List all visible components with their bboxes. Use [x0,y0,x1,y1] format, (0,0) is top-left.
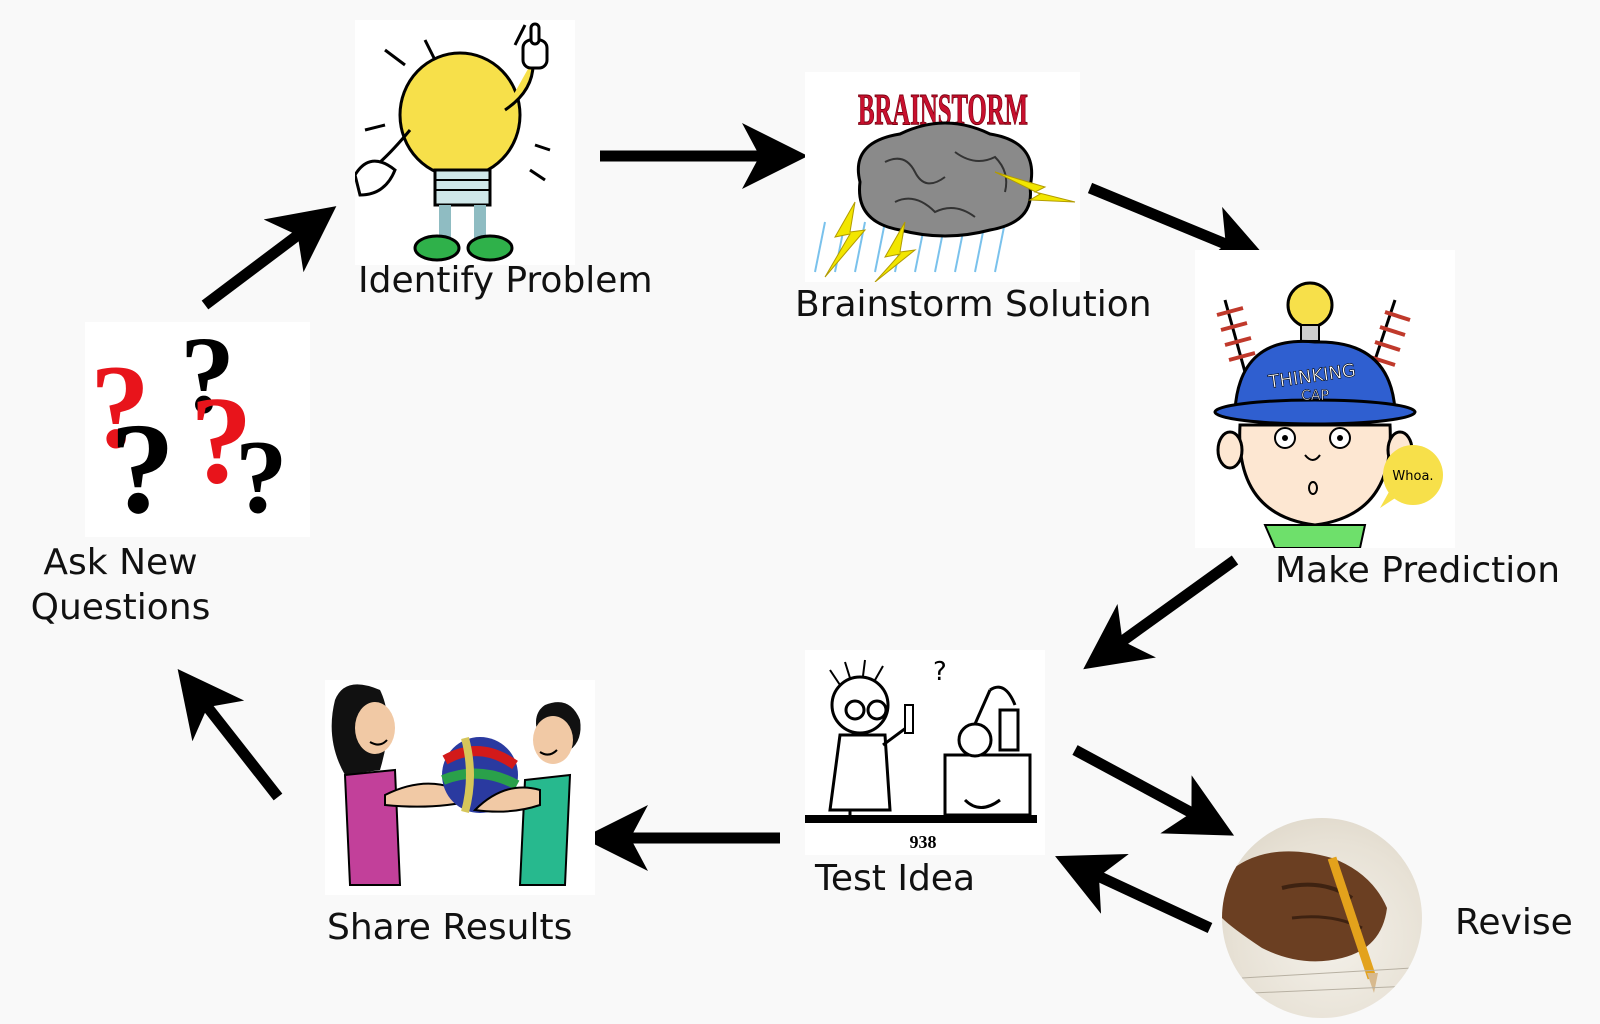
thinking-cap-text-line2: CAP [1301,388,1329,404]
lightbulb-character-illustration [353,20,575,265]
arrow-ask-to-identify [201,206,337,310]
illustration-page-number: 938 [910,832,937,852]
svg-text:?: ? [180,322,235,436]
step-brainstorm-solution: Brainstorm Solution [795,284,1152,325]
ask-label-line1: Ask New [43,542,198,583]
arrow-share-to-ask [177,669,283,801]
speech-bubble-text: Whoa. [1392,469,1433,484]
step-make-prediction: Make Prediction [1275,550,1561,591]
arrow-predict-to-test [1083,555,1239,670]
step-ask-new-questions: Ask New Questions [28,540,213,630]
brainstorm-brain-illustration: BRAINSTORM [805,72,1080,283]
svg-text:?: ? [90,340,150,473]
svg-text:?: ? [110,397,175,537]
ask-label-line2: Questions [30,587,211,628]
thinking-cap-kid-illustration: THINKING CAP Whoa. [1195,250,1455,549]
svg-text:?: ? [933,657,947,687]
brainstorm-banner-text: BRAINSTORM [858,85,1028,134]
step-revise: Revise [1455,902,1573,943]
arrow-test-to-revise [1072,745,1235,836]
svg-text:?: ? [235,418,288,535]
step-identify-problem: Identify Problem [358,260,653,301]
arrow-brainstorm-to-predict [1087,182,1271,268]
step-share-results: Share Results [327,907,573,948]
hand-writing-photo [1222,818,1422,1018]
arrow-revise-to-test [1055,853,1213,933]
scientist-lab-illustration: ? 938 [805,650,1045,855]
question-marks-illustration: ? ? ? ? ? [85,314,310,541]
step-test-idea: Test Idea [815,858,976,899]
svg-text:?: ? [190,372,253,510]
kids-sharing-ball-illustration [325,680,595,895]
